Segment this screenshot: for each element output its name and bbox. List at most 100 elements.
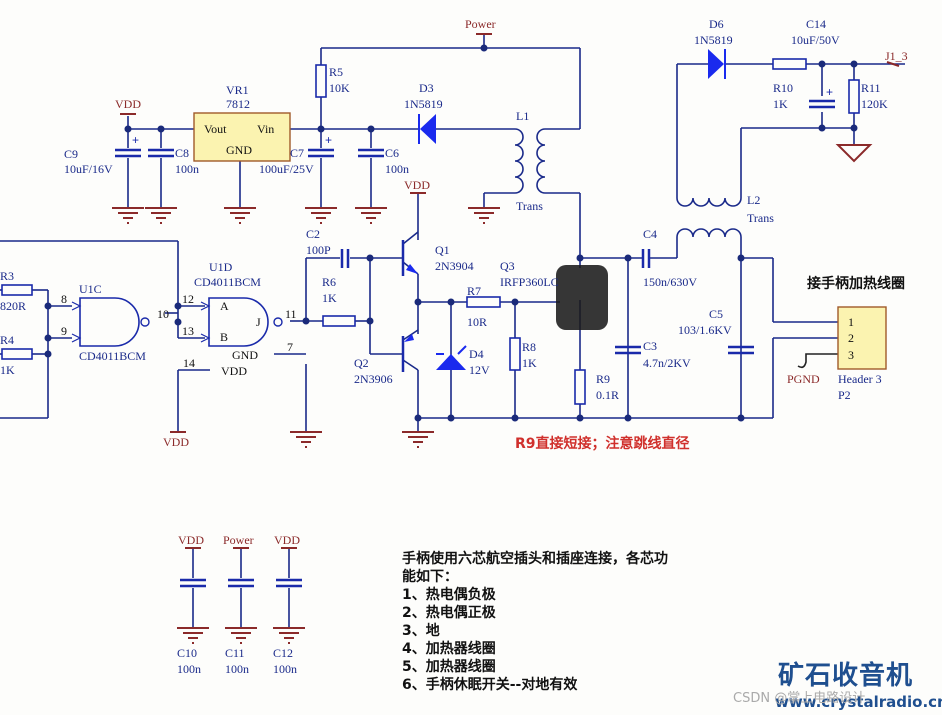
note-line: 能如下： [402, 569, 458, 585]
vr1-value: 7812 [226, 97, 250, 111]
vr1-pin-vin: Vin [257, 122, 275, 136]
d3-ref: D3 [419, 81, 434, 95]
c10-ref: C10 [177, 646, 198, 660]
p2-value: Header 3 [838, 372, 882, 386]
d4-value: 12V [469, 363, 490, 377]
u1d-ref: U1D [209, 260, 233, 274]
note-line: 3、地 [402, 623, 440, 639]
r3-value: 820R [0, 299, 27, 313]
l2-value: Trans [747, 211, 774, 225]
q1-value: 2N3904 [435, 259, 474, 273]
c2-ref: C2 [306, 227, 321, 241]
svg-text:+: + [132, 133, 139, 147]
u1d-pin11: 11 [285, 307, 297, 321]
r4-value: 1K [0, 363, 15, 377]
logo-title: 矿石收音机 [778, 661, 914, 691]
q3-value: IRFP360LC [500, 275, 559, 289]
u1c-pin10: 10 [157, 307, 169, 321]
r8-value: 1K [522, 356, 537, 370]
vr1-ref: VR1 [226, 83, 249, 97]
c12-value: 100n [273, 662, 297, 676]
svg-text:+: + [826, 85, 833, 99]
p2-pin2: 2 [848, 331, 854, 345]
note-line: 6、手柄休眠开关--对地有效 [402, 677, 578, 693]
u1d-gnd-label: GND [232, 348, 258, 362]
note-line: 4、加热器线圈 [402, 641, 496, 657]
c11-ref: C11 [225, 646, 245, 660]
u1d-pin-b: B [220, 330, 229, 344]
logo-url: www.crystalradio.cn [775, 693, 942, 711]
r11-value: 120K [861, 97, 888, 111]
vdd-net-label-u1: VDD [163, 435, 189, 449]
r10-ref: R10 [773, 81, 794, 95]
u1c-pin8: 8 [61, 292, 67, 306]
c8-value: 100n [175, 162, 199, 176]
l1-ref: L1 [516, 109, 530, 123]
vr1-pin-vout: Vout [204, 122, 227, 136]
l2-ref: L2 [747, 193, 761, 207]
c4-value: 150n/630V [643, 275, 697, 289]
coil-label: 接手柄加热线圈 [807, 276, 905, 292]
r7-value: 10R [467, 315, 488, 329]
pgnd-net-label: PGND [787, 372, 820, 386]
c10-net: VDD [178, 533, 204, 547]
c5-value: 103/1.6KV [678, 323, 732, 337]
d3-value: 1N5819 [404, 97, 443, 111]
r6-ref: R6 [322, 275, 337, 289]
note-line: 手柄使用六芯航空插头和插座连接，各芯功 [402, 551, 668, 567]
c2-value: 100P [306, 243, 331, 257]
q2-ref: Q2 [354, 356, 369, 370]
u1d-pin13: 13 [182, 324, 194, 338]
svg-text:+: + [325, 133, 332, 147]
c11-value: 100n [225, 662, 249, 676]
q2-value: 2N3906 [354, 372, 393, 386]
r3-ref: R3 [0, 269, 15, 283]
u1d-pin7: 7 [287, 340, 293, 354]
connector-note: 手柄使用六芯航空插头和插座连接，各芯功 能如下： 1、热电偶负极 2、热电偶正极… [402, 550, 668, 694]
c14-ref: C14 [806, 17, 827, 31]
u1d-vdd-label: VDD [221, 364, 247, 378]
c3-value: 4.7n/2KV [643, 356, 691, 370]
note-line: 5、加热器线圈 [402, 659, 496, 675]
c12-ref: C12 [273, 646, 294, 660]
c4-ref: C4 [643, 227, 658, 241]
r5-ref: R5 [329, 65, 344, 79]
r5-value: 10K [329, 81, 350, 95]
r10-value: 1K [773, 97, 788, 111]
r6-value: 1K [322, 291, 337, 305]
u1c-ref: U1C [79, 282, 102, 296]
p2-ref: P2 [838, 388, 851, 402]
u1d-pin-a: A [220, 299, 229, 313]
d6-ref: D6 [709, 17, 724, 31]
q3-ref: Q3 [500, 259, 515, 273]
r11-ref: R11 [861, 81, 881, 95]
c7-ref: C7 [290, 146, 305, 160]
c8-ref: C8 [175, 146, 190, 160]
r9-value: 0.1R [596, 388, 620, 402]
c11-net: Power [223, 533, 254, 547]
c10-value: 100n [177, 662, 201, 676]
u1d-pin-j: J [256, 315, 261, 329]
r8-ref: R8 [522, 340, 537, 354]
c12-net: VDD [274, 533, 300, 547]
r9-ref: R9 [596, 372, 611, 386]
l1-value: Trans [516, 199, 543, 213]
c6-ref: C6 [385, 146, 400, 160]
d4-ref: D4 [469, 347, 484, 361]
p2-pin1: 1 [848, 315, 854, 329]
c14-value: 10uF/50V [791, 33, 840, 47]
u1d-pin14: 14 [183, 356, 195, 370]
r7-ref: R7 [467, 284, 482, 298]
watermark: CSDN @掌上电路设计 [733, 691, 866, 706]
c3-ref: C3 [643, 339, 658, 353]
r9-note: R9直接短接；注意跳线直径 [515, 436, 690, 452]
u1d-pin12: 12 [182, 292, 194, 306]
c7-value: 100uF/25V [259, 162, 314, 176]
note-line: 1、热电偶负极 [402, 587, 496, 603]
p2-pin3: 3 [848, 348, 854, 362]
vdd-net-label-q1: VDD [404, 178, 430, 192]
q1-ref: Q1 [435, 243, 450, 257]
c9-value: 10uF/16V [64, 162, 113, 176]
note-line: 2、热电偶正极 [402, 605, 496, 621]
vr1-pin-gnd: GND [226, 143, 252, 157]
